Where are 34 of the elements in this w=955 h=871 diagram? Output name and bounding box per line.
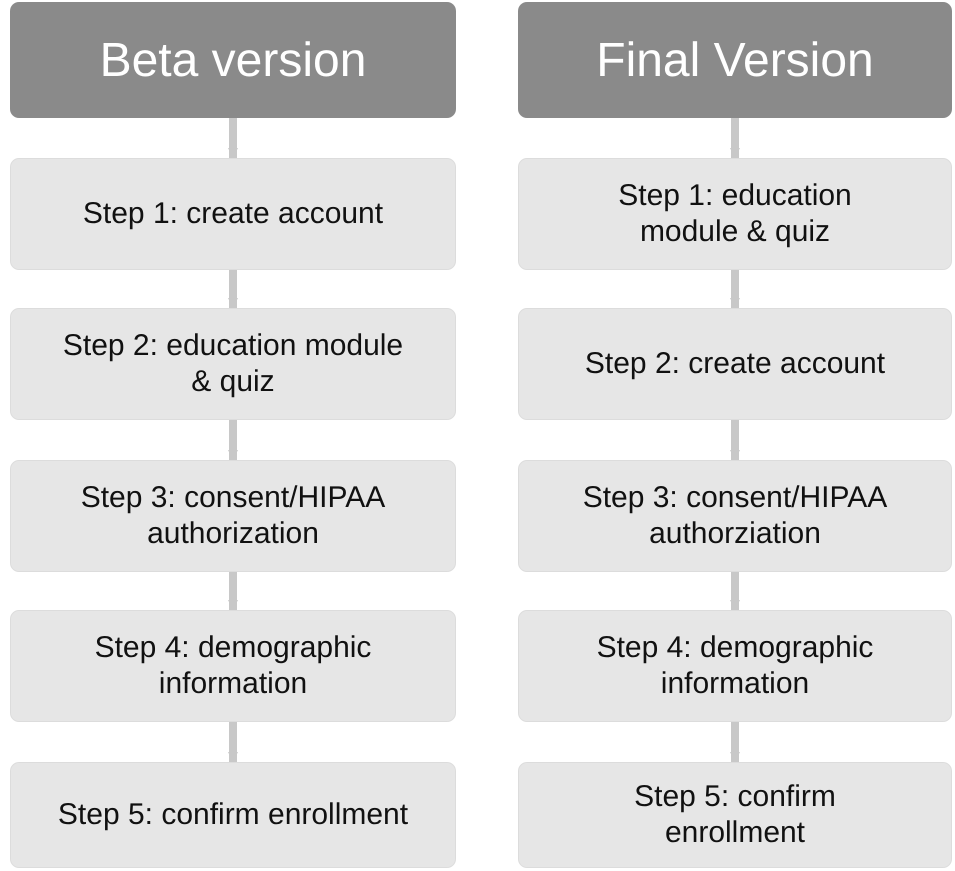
arrow: [730, 270, 740, 308]
step-box: [10, 460, 456, 572]
step-box: [518, 308, 952, 420]
step-text: Step 3: consent/HIPAA authorization: [80, 480, 386, 552]
arrow: [730, 572, 740, 610]
arrow: [228, 118, 238, 158]
step-box: [518, 460, 952, 572]
step-text: Step 2: education module & quiz: [62, 328, 404, 400]
step-text: Step 3: consent/HIPAA authorziation: [582, 480, 888, 552]
arrow: [730, 118, 740, 158]
header-text: Beta version: [100, 32, 366, 88]
step-box: [10, 762, 456, 868]
step-text: Step 4: demographic information: [596, 630, 874, 702]
step-box: [10, 158, 456, 270]
step-text: Step 5: confirm enrollment: [58, 797, 408, 833]
step-box: [518, 762, 952, 868]
step-text: Step 4: demographic information: [94, 630, 372, 702]
step-text: Step 1: education module & quiz: [617, 178, 853, 250]
arrow: [730, 420, 740, 460]
step-text: Step 5: confirm enrollment: [633, 779, 837, 851]
step-text: Step 2: create account: [584, 346, 886, 382]
header-box: [518, 2, 952, 118]
arrow: [228, 420, 238, 460]
header-text: Final Version: [596, 32, 874, 88]
step-text: Step 1: create account: [82, 196, 384, 232]
arrow: [228, 572, 238, 610]
step-box: [518, 158, 952, 270]
step-box: [10, 308, 456, 420]
arrow: [228, 270, 238, 308]
header-box: [10, 2, 456, 118]
step-box: [518, 610, 952, 722]
arrow: [730, 722, 740, 762]
step-box: [10, 610, 456, 722]
arrow: [228, 722, 238, 762]
